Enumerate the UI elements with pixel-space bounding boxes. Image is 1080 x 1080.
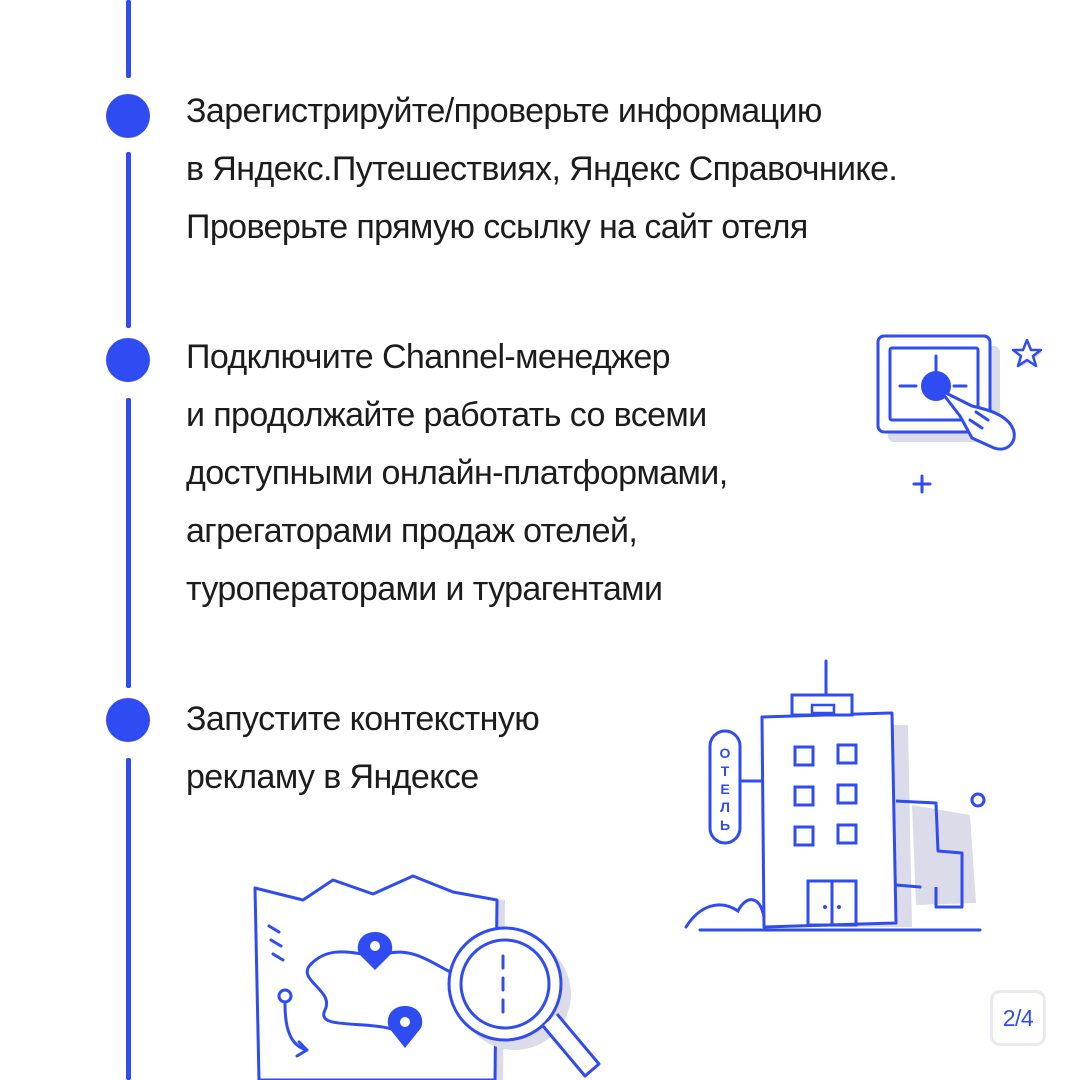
step-3-line: Запустите контекстную <box>186 700 540 738</box>
map-search-icon <box>253 874 601 1080</box>
location-pin-icon <box>357 932 393 970</box>
step-1-line: в Яндекс.Путешествиях, Яндекс Справочник… <box>186 150 898 188</box>
step-2-line: туроператорами и турагентами <box>186 570 663 608</box>
timeline-segment-1 <box>126 152 131 328</box>
step-1-text: Зарегистрируйте/проверьте информацию в Я… <box>186 82 898 256</box>
hotel-building-icon: О Т Е Л Ь <box>684 659 986 932</box>
timeline-segment-2 <box>126 398 131 688</box>
timeline-dot-1 <box>106 94 150 138</box>
step-2-line: и продолжайте работать со всеми <box>186 396 707 434</box>
hotel-sign-letter: О <box>720 745 731 761</box>
hotel-sign-letter: Ь <box>720 817 730 833</box>
hotel-sign-letter: Е <box>720 781 729 797</box>
step-1-line: Проверьте прямую ссылку на сайт отеля <box>186 208 808 246</box>
step-2-line: доступными онлайн-платформами, <box>186 454 728 492</box>
star-icon <box>1011 338 1043 368</box>
hotel-sign-letter: Л <box>720 799 730 815</box>
timeline-segment-3 <box>126 758 131 1080</box>
hotel-sign-letter: Т <box>721 763 730 779</box>
step-2-line: Подключите Channel-менеджер <box>186 338 671 376</box>
page-counter: 2/4 <box>990 990 1046 1046</box>
timeline-dot-2 <box>106 338 150 382</box>
step-2-line: агрегаторами продаж отелей, <box>186 512 638 550</box>
timeline-segment-top <box>126 0 131 78</box>
location-pin-icon <box>387 1006 423 1048</box>
step-2-text: Подключите Channel-менеджер и продолжайт… <box>186 328 728 618</box>
magnifier-icon <box>447 926 601 1078</box>
step-1-line: Зарегистрируйте/проверьте информацию <box>186 92 822 130</box>
monitor-touch-icon <box>876 334 1016 494</box>
timeline-dot-3 <box>106 698 150 742</box>
step-3-line: рекламу в Яндексе <box>186 758 479 796</box>
step-3-text: Запустите контекстную рекламу в Яндексе <box>186 690 540 806</box>
